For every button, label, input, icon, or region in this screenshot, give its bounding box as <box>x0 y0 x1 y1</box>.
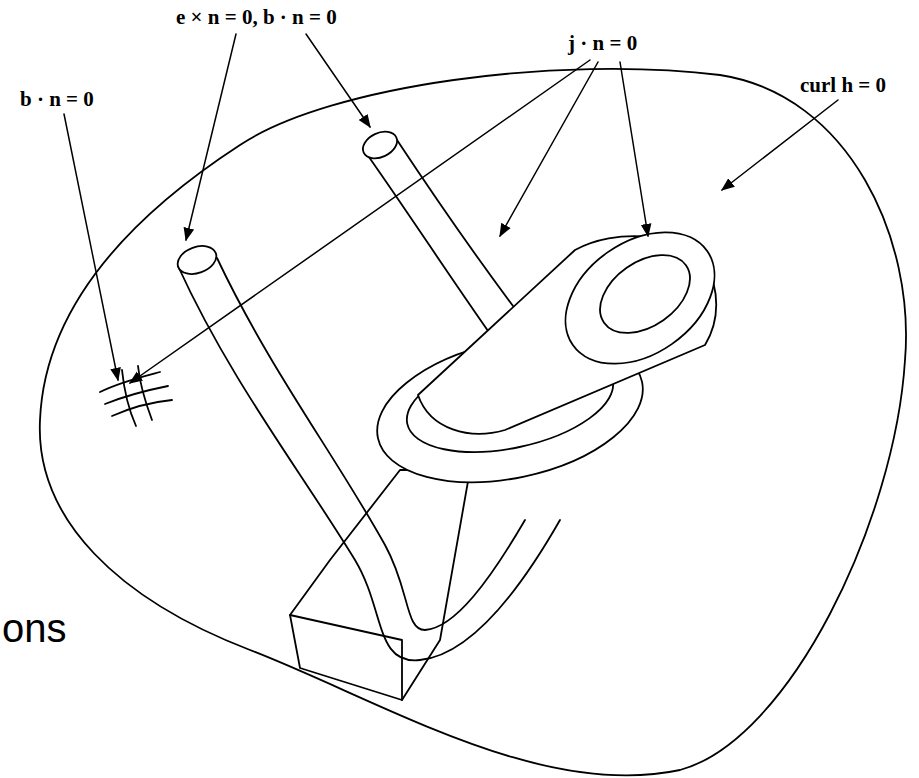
field-equation: curl h = 0 <box>800 74 886 97</box>
domain-outline <box>40 69 906 776</box>
boundary-condition: e × n = 0, b · n = 0 <box>176 6 337 29</box>
boundary-condition: j · n = 0 <box>568 32 637 55</box>
leader-line <box>64 34 838 383</box>
slide-text-fragment: ons <box>2 606 67 650</box>
conductor-cylinder <box>290 470 470 700</box>
surface-patch <box>100 366 172 426</box>
boundary-condition: b · n = 0 <box>20 88 94 111</box>
conductor-cylinder <box>418 205 739 434</box>
